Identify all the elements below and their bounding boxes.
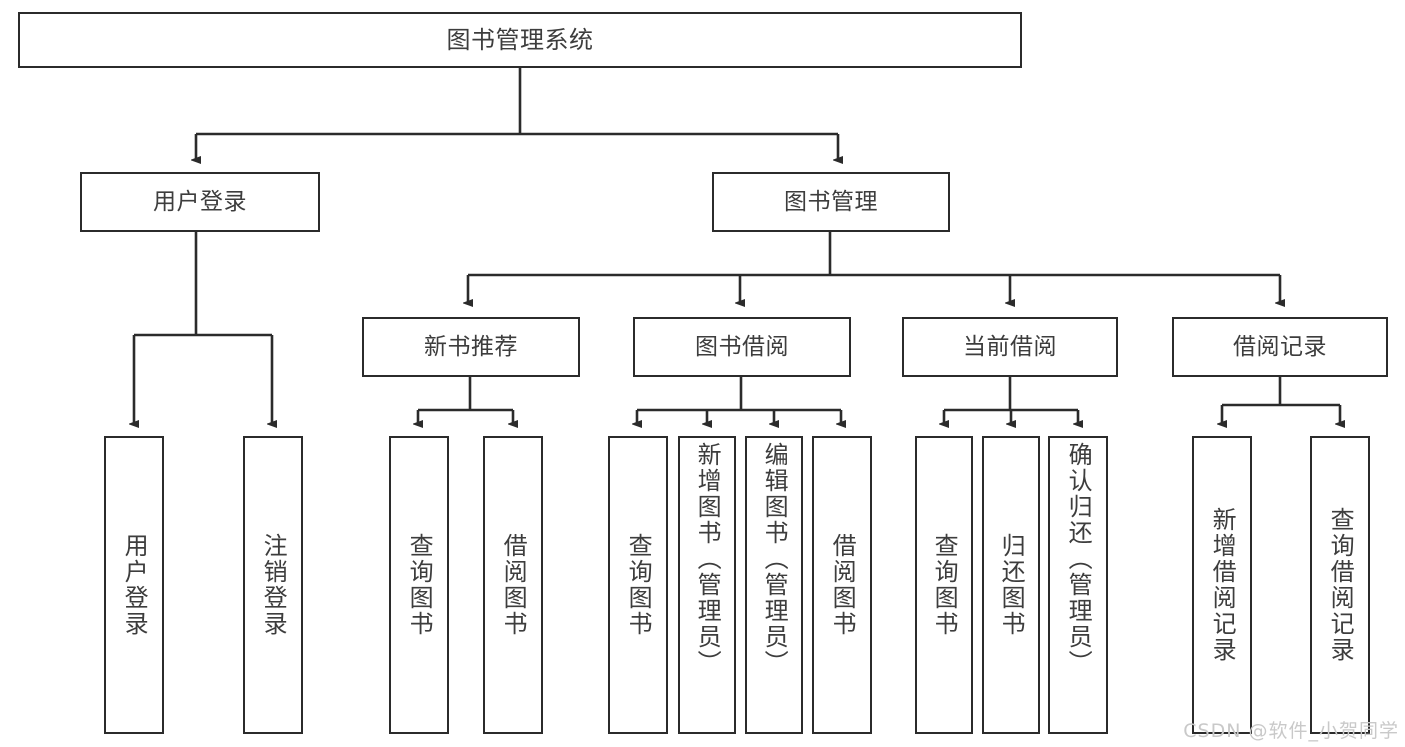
node-user-login-label: 用户登录: [153, 188, 247, 215]
leaf-user-login-signout-label: 注销登录: [259, 533, 288, 637]
node-root[interactable]: 图书管理系统: [18, 12, 1022, 68]
node-user-login[interactable]: 用户登录: [80, 172, 320, 232]
leaf-current-borrow-confirm-label: 确认归还（管理员）: [1064, 442, 1093, 676]
node-book-borrow-label: 图书借阅: [695, 333, 789, 360]
node-book-borrow[interactable]: 图书借阅: [633, 317, 851, 377]
leaf-book-borrow-borrow-label: 借阅图书: [828, 533, 857, 637]
leaf-new-book-borrow[interactable]: 借阅图书: [483, 436, 543, 734]
leaf-new-book-query-label: 查询图书: [405, 533, 434, 637]
leaf-current-borrow-query-label: 查询图书: [930, 533, 959, 637]
leaf-book-borrow-edit-label: 编辑图书（管理员）: [760, 442, 789, 676]
leaf-book-borrow-query-label: 查询图书: [624, 533, 653, 637]
leaf-book-borrow-add[interactable]: 新增图书（管理员）: [678, 436, 736, 734]
leaf-current-borrow-query[interactable]: 查询图书: [915, 436, 973, 734]
leaf-user-login-signin-label: 用户登录: [120, 533, 149, 637]
node-current-borrow[interactable]: 当前借阅: [902, 317, 1118, 377]
node-borrow-record-label: 借阅记录: [1233, 333, 1327, 360]
node-root-label: 图书管理系统: [446, 26, 594, 54]
leaf-borrow-record-query[interactable]: 查询借阅记录: [1310, 436, 1370, 734]
leaf-borrow-record-add[interactable]: 新增借阅记录: [1192, 436, 1252, 734]
leaf-book-borrow-query[interactable]: 查询图书: [608, 436, 668, 734]
node-book-management[interactable]: 图书管理: [712, 172, 950, 232]
leaf-book-borrow-add-label: 新增图书（管理员）: [693, 442, 722, 676]
leaf-new-book-borrow-label: 借阅图书: [499, 533, 528, 637]
leaf-user-login-signin[interactable]: 用户登录: [104, 436, 164, 734]
node-new-book-recommend[interactable]: 新书推荐: [362, 317, 580, 377]
leaf-borrow-record-query-label: 查询借阅记录: [1326, 507, 1355, 663]
leaf-borrow-record-add-label: 新增借阅记录: [1208, 507, 1237, 663]
node-current-borrow-label: 当前借阅: [963, 333, 1057, 360]
leaf-current-borrow-return-label: 归还图书: [997, 533, 1026, 637]
leaf-user-login-signout[interactable]: 注销登录: [243, 436, 303, 734]
leaf-book-borrow-edit[interactable]: 编辑图书（管理员）: [745, 436, 803, 734]
leaf-book-borrow-borrow[interactable]: 借阅图书: [812, 436, 872, 734]
node-book-management-label: 图书管理: [784, 188, 878, 215]
leaf-current-borrow-return[interactable]: 归还图书: [982, 436, 1040, 734]
node-borrow-record[interactable]: 借阅记录: [1172, 317, 1388, 377]
csdn-watermark: CSDN @软件_小贺同学: [1183, 720, 1399, 742]
leaf-current-borrow-confirm[interactable]: 确认归还（管理员）: [1048, 436, 1108, 734]
leaf-new-book-query[interactable]: 查询图书: [389, 436, 449, 734]
node-new-book-recommend-label: 新书推荐: [424, 333, 518, 360]
